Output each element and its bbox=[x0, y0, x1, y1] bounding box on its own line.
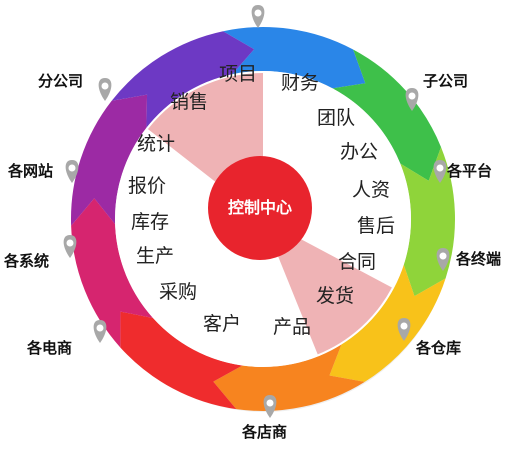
inner-label: 生产 bbox=[136, 245, 174, 267]
ring-segment-1 bbox=[223, 27, 366, 89]
ring-segment-2 bbox=[332, 49, 442, 181]
map-pin-dot bbox=[408, 92, 416, 100]
inner-label: 库存 bbox=[131, 211, 169, 233]
inner-label: 采购 bbox=[159, 281, 197, 303]
map-pin-dot bbox=[254, 9, 262, 17]
outer-pins bbox=[63, 5, 450, 418]
outer-node-label: 各终端 bbox=[456, 250, 502, 268]
map-pin-dot bbox=[101, 82, 109, 90]
map-pin-dot bbox=[436, 164, 444, 172]
outer-node-label: 各仓库 bbox=[416, 339, 462, 357]
map-pin-dot bbox=[266, 399, 274, 407]
map-pin-dot bbox=[439, 252, 447, 260]
map-pin-dot bbox=[96, 324, 104, 332]
ring-segment-9 bbox=[111, 31, 255, 128]
ring-segment-8 bbox=[71, 94, 148, 226]
center-label: 控制中心 bbox=[228, 198, 292, 217]
outer-node-label: 各系统 bbox=[4, 252, 50, 270]
outer-node-label: 各平台 bbox=[447, 162, 493, 180]
inner-label: 项目 bbox=[219, 63, 257, 85]
map-pin-dot bbox=[400, 322, 408, 330]
inner-label: 合同 bbox=[338, 251, 376, 273]
inner-label: 人资 bbox=[352, 179, 390, 201]
inner-label: 售后 bbox=[357, 215, 395, 237]
inner-label: 发货 bbox=[316, 285, 354, 307]
inner-label: 销售 bbox=[170, 91, 208, 113]
outer-node-label: 各网站 bbox=[8, 162, 54, 180]
ring-segment-4 bbox=[329, 264, 446, 382]
map-pin-dot bbox=[66, 239, 74, 247]
inner-label: 统计 bbox=[137, 133, 175, 155]
outer-node-label: 分公司 bbox=[38, 72, 84, 90]
map-pin-dot bbox=[68, 164, 76, 172]
outer-node-label: 子公司 bbox=[423, 72, 469, 90]
ring-segment-5 bbox=[213, 344, 365, 411]
center-node bbox=[208, 156, 312, 260]
wedge-lower-right bbox=[263, 219, 392, 355]
outer-node-label: 各电商 bbox=[27, 339, 73, 357]
inner-label: 报价 bbox=[128, 175, 166, 197]
inner-label: 财务 bbox=[281, 72, 319, 94]
ring-segment-6 bbox=[120, 311, 243, 410]
outer-node-label: 各店商 bbox=[242, 423, 288, 441]
inner-label: 客户 bbox=[203, 313, 241, 335]
ring-segment-7 bbox=[71, 198, 154, 348]
inner-label: 产品 bbox=[273, 316, 311, 338]
inner-label: 团队 bbox=[317, 107, 355, 129]
inner-label: 办公 bbox=[340, 141, 378, 163]
